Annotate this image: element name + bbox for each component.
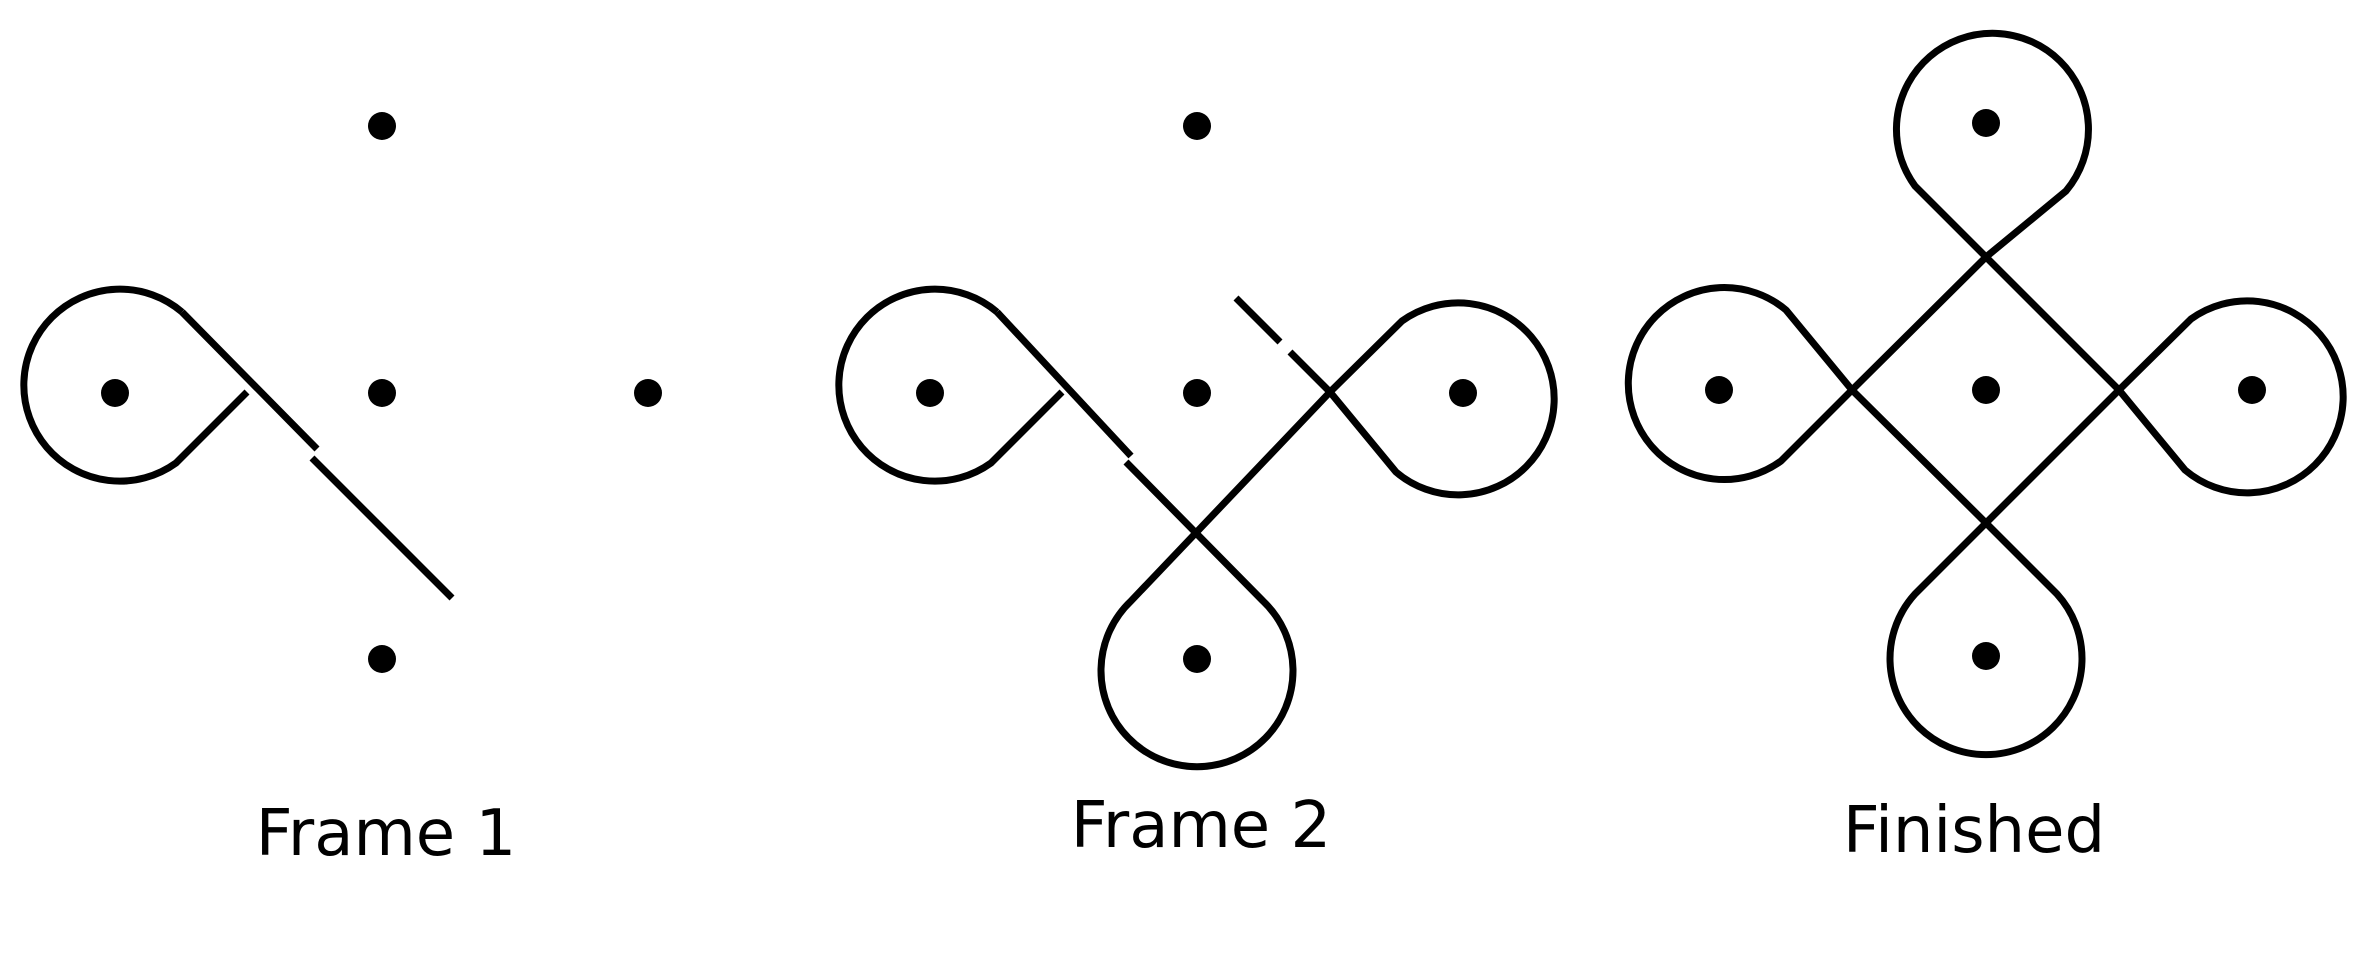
right-loop	[1327, 299, 1558, 499]
frame-1-caption: Frame 1	[256, 797, 516, 871]
dot-center	[368, 379, 396, 407]
dot-bottom	[1972, 642, 2000, 670]
dot-right	[1449, 379, 1477, 407]
bottom-loop	[1886, 520, 2086, 759]
diamond-diagonal-a	[1849, 387, 2122, 527]
dot-left	[101, 379, 129, 407]
dot-left	[1705, 376, 1733, 404]
frame-1-line-path	[20, 285, 455, 601]
diamond-diagonal-b	[1849, 253, 2122, 393]
bottom-loop	[1097, 389, 1333, 771]
finished-caption: Finished	[1843, 794, 2105, 868]
dot-center	[1972, 376, 2000, 404]
dot-bottom	[368, 645, 396, 673]
diagonal-upper-segment	[179, 309, 320, 452]
finished-line-path	[1624, 29, 2347, 759]
right-loop	[2116, 297, 2347, 497]
frame-2-line-path	[835, 285, 1558, 771]
right-loop-tail	[1287, 349, 1333, 395]
open-end-segment	[1233, 295, 1283, 345]
frame-2-dot-grid	[916, 112, 1477, 673]
finished-panel: Finished	[1624, 29, 2347, 868]
frame-1-panel: Frame 1	[20, 112, 662, 871]
dot-center	[1183, 379, 1211, 407]
diagonal-lower-segment	[309, 455, 455, 601]
dot-left	[916, 379, 944, 407]
top-loop	[1893, 29, 2092, 260]
frame-2-caption: Frame 2	[1071, 789, 1331, 863]
dot-top	[368, 112, 396, 140]
left-loop	[1624, 284, 1855, 483]
frame-2-panel: Frame 2	[835, 112, 1558, 863]
left-loop	[835, 285, 1065, 485]
dot-right	[2238, 376, 2266, 404]
dot-bottom	[1183, 645, 1211, 673]
dot-top	[1183, 112, 1211, 140]
diagonal-upper-segment	[994, 309, 1134, 459]
finished-dot-grid	[1705, 109, 2266, 670]
frame-1-dot-grid	[101, 112, 662, 673]
dot-right	[634, 379, 662, 407]
dot-top	[1972, 109, 2000, 137]
left-loop	[20, 285, 250, 485]
